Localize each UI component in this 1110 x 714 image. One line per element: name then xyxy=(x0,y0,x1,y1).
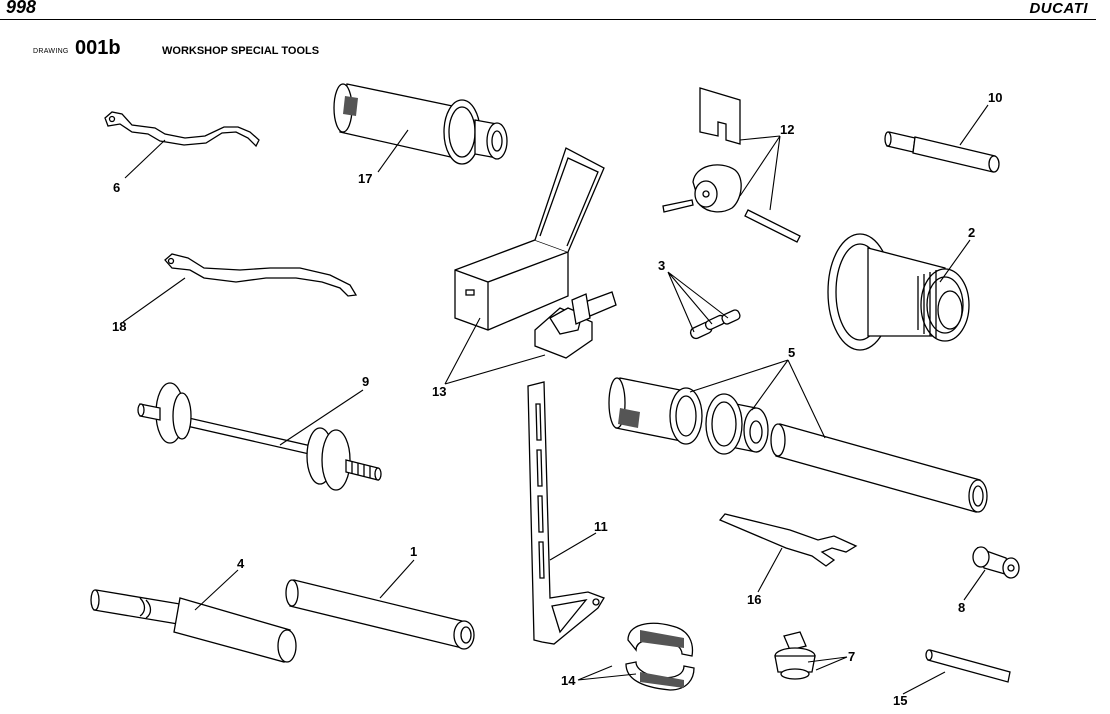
part-3-chain-links[interactable] xyxy=(689,309,741,340)
callout-1: 1 xyxy=(410,544,417,559)
callout-7: 7 xyxy=(848,649,855,664)
part-4-extractor-shaft[interactable] xyxy=(90,589,297,663)
callout-6: 6 xyxy=(113,180,120,195)
drawing-title: WORKSHOP SPECIAL TOOLS xyxy=(162,45,320,57)
brand-logo: DUCATI xyxy=(1029,0,1088,17)
callout-4: 4 xyxy=(237,556,245,571)
callout-5: 5 xyxy=(788,345,795,360)
part-11-stand-bracket[interactable] xyxy=(527,381,605,645)
leader-lines xyxy=(122,104,989,695)
part-17-cylinder-flange[interactable] xyxy=(333,83,508,165)
part-18-hook-wrench[interactable] xyxy=(164,253,358,297)
callout-17: 17 xyxy=(358,171,372,186)
callout-12: 12 xyxy=(780,122,794,137)
part-7-fitting[interactable] xyxy=(774,631,816,680)
callout-numbers: 6 17 12 10 2 3 18 13 9 5 11 4 1 16 8 14 … xyxy=(112,90,1002,708)
callout-8: 8 xyxy=(958,600,965,615)
part-12-puller-set[interactable] xyxy=(662,87,801,243)
drawing-label: DRAWING xyxy=(33,48,69,55)
callout-10: 10 xyxy=(988,90,1002,105)
model-number: 998 xyxy=(6,0,37,17)
header-divider xyxy=(0,19,1096,20)
callout-15: 15 xyxy=(893,693,907,708)
part-10-pin[interactable] xyxy=(884,131,1000,173)
part-2-flanged-sleeve[interactable] xyxy=(827,233,970,351)
callout-13: 13 xyxy=(432,384,446,399)
callout-2: 2 xyxy=(968,225,975,240)
part-9-threaded-rod[interactable] xyxy=(137,382,382,491)
part-14-split-ring[interactable] xyxy=(625,622,695,691)
drawing-number: 001b xyxy=(75,37,121,59)
callout-9: 9 xyxy=(362,374,369,389)
callout-16: 16 xyxy=(747,592,761,607)
part-1-tube[interactable] xyxy=(285,579,475,650)
part-15-pin[interactable] xyxy=(925,649,1011,683)
part-16-open-wrench[interactable] xyxy=(718,513,858,567)
part-5-bearing-tools[interactable] xyxy=(608,377,988,513)
callout-18: 18 xyxy=(112,319,126,334)
callout-3: 3 xyxy=(658,258,665,273)
callout-11: 11 xyxy=(594,519,608,534)
part-8-collar[interactable] xyxy=(972,546,1020,579)
part-6-hook-wrench[interactable] xyxy=(104,111,260,148)
part-13-case-and-tool[interactable] xyxy=(454,147,617,359)
callout-14: 14 xyxy=(561,673,576,688)
